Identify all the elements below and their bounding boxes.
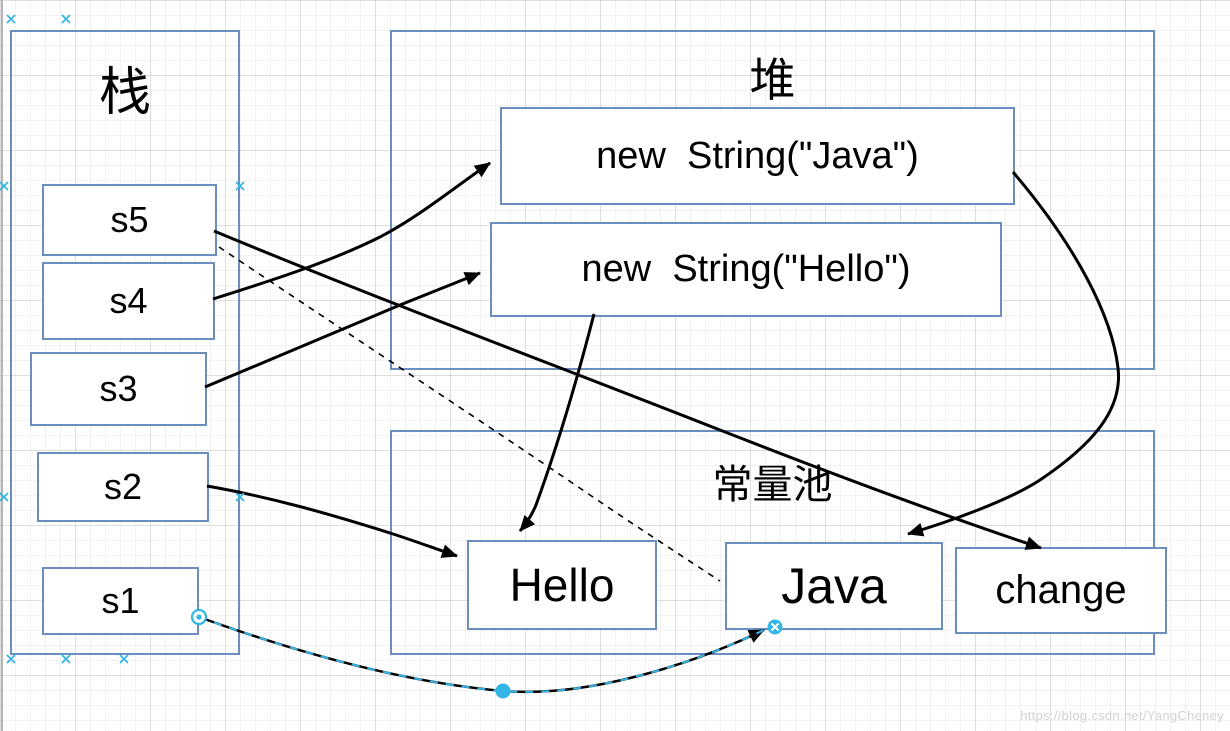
pool-object-hello-label: Hello [509, 559, 615, 611]
stack-item-s1[interactable]: s1 [42, 567, 199, 635]
watermark-text: https://blog.csdn.net/YangCheney [1020, 708, 1224, 723]
canvas-edge-line [1, 0, 3, 731]
pool-object-change-label: change [995, 568, 1127, 612]
heap-container[interactable]: 堆 new String("Java") new String("Hello") [390, 30, 1155, 370]
heap-object-new-string-hello[interactable]: new String("Hello") [490, 222, 1002, 317]
constant-pool-container[interactable]: 常量池 Hello Java change [390, 430, 1167, 655]
pool-object-change[interactable]: change [955, 547, 1167, 634]
stack-item-s4-label: s4 [109, 280, 148, 321]
edge-waypoint-handle[interactable] [495, 683, 511, 699]
connection-point-icon [6, 14, 16, 24]
stack-item-s4[interactable]: s4 [42, 262, 215, 340]
connection-point-icon [61, 14, 71, 24]
stack-item-s5-label: s5 [110, 199, 149, 240]
connection-point-icon [119, 654, 129, 664]
heap-object-new-string-hello-label: new String("Hello") [581, 248, 911, 290]
pool-object-java-label: Java [781, 558, 887, 614]
connection-point-icon [61, 654, 71, 664]
connection-point-icon [6, 654, 16, 664]
heap-object-new-string-java[interactable]: new String("Java") [500, 107, 1015, 205]
stack-item-s1-label: s1 [101, 580, 140, 621]
stack-item-s2[interactable]: s2 [37, 452, 209, 522]
stack-item-s3[interactable]: s3 [30, 352, 207, 426]
stack-item-s5[interactable]: s5 [42, 184, 217, 256]
pool-object-hello[interactable]: Hello [467, 540, 657, 630]
stack-title: 栈 [98, 63, 151, 123]
pool-object-java[interactable]: Java [725, 542, 943, 630]
stack-item-s3-label: s3 [99, 368, 138, 409]
stack-container[interactable]: 栈 s5 s4 s3 s2 s1 [10, 30, 240, 655]
stack-item-s2-label: s2 [103, 466, 143, 507]
heap-title: 堆 [749, 53, 796, 107]
constant-pool-title: 常量池 [712, 462, 833, 508]
heap-object-new-string-java-label: new String("Java") [596, 134, 919, 177]
